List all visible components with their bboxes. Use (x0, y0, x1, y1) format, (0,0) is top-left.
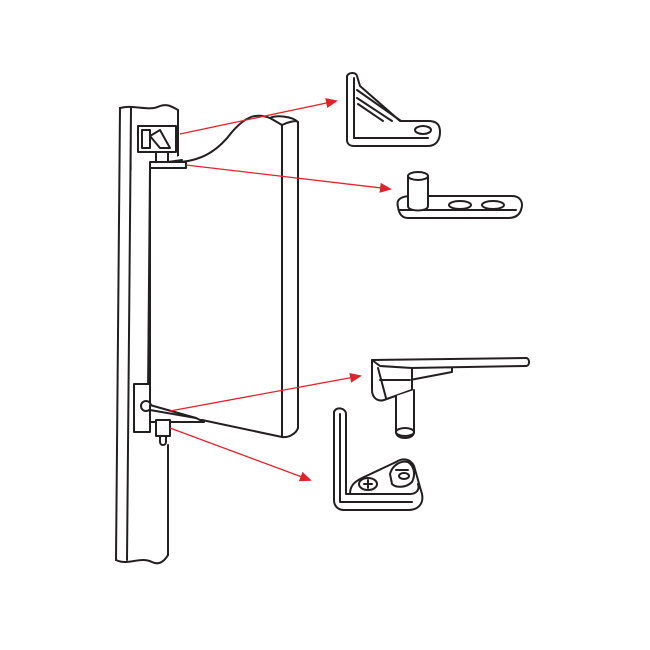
corner-bracket-with-hole-icon (346, 72, 441, 147)
arrow-bottom-arm (169, 372, 362, 412)
corner-bracket-with-screw-icon (333, 407, 424, 511)
arrow-top-pin-plate (185, 164, 392, 193)
pin-on-two-hole-plate-icon (396, 171, 523, 219)
arm-with-pin-icon (371, 357, 530, 439)
frame-bottom-hinge (133, 383, 205, 446)
arrow-bottom-bracket (169, 427, 312, 482)
frame-top-hinge (137, 125, 187, 169)
arrow-top-bracket (179, 98, 338, 135)
arrows (169, 98, 392, 482)
door-frame (115, 104, 179, 565)
